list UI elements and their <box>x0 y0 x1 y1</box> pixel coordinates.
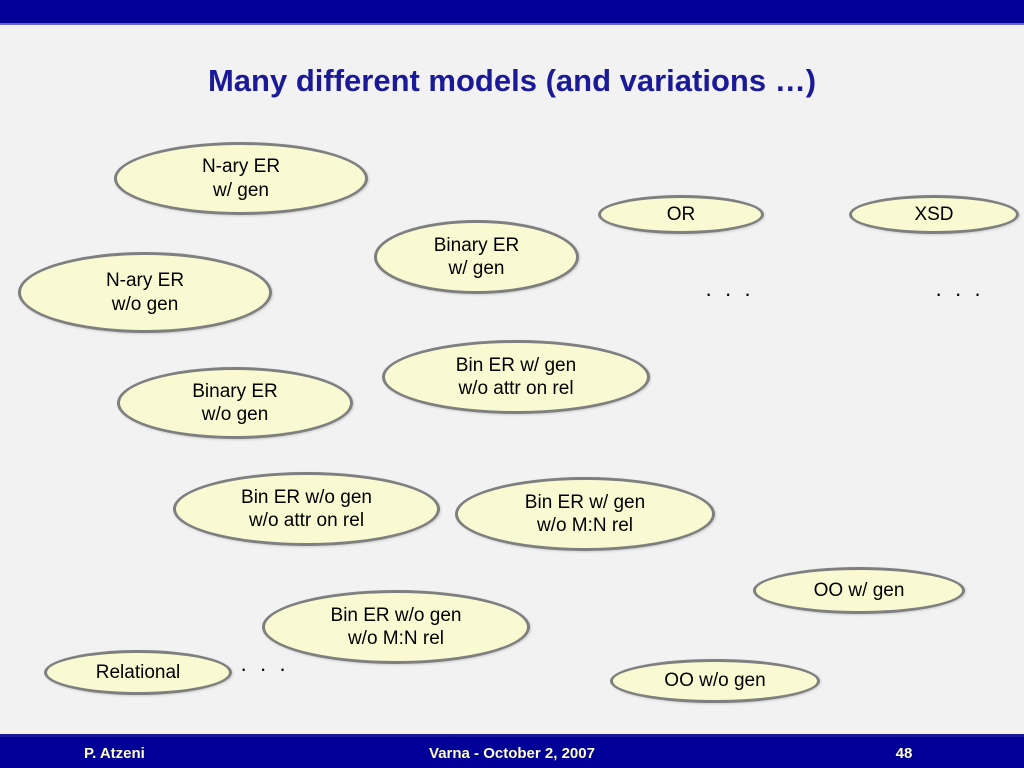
diagram-node-xsd[interactable]: XSD <box>849 195 1019 234</box>
diagram-node-label: Relational <box>95 661 181 683</box>
footer-page-number: 48 <box>895 745 913 762</box>
diagram-node-relational[interactable]: Relational <box>44 650 232 695</box>
diagram-node-label: Binary ER w/ gen <box>433 234 520 279</box>
diagram-node-n-ary-er-wo-gen[interactable]: N-ary ER w/o gen <box>18 252 272 333</box>
ellipsis-marker-dots-xsd: · · · <box>935 281 985 306</box>
diagram-node-label: Bin ER w/ gen w/o attr on rel <box>455 354 577 399</box>
footer-event: Varna - October 2, 2007 <box>429 745 595 762</box>
ellipsis-marker-dots-relational: · · · <box>240 656 290 681</box>
diagram-node-oo-wo-gen[interactable]: OO w/o gen <box>610 659 820 703</box>
diagram-node-label: N-ary ER w/o gen <box>105 270 185 315</box>
diagram-node-oo-w-gen[interactable]: OO w/ gen <box>753 567 965 614</box>
diagram-node-label: Binary ER w/o gen <box>192 380 278 425</box>
bottom-decoration-band <box>0 737 1024 768</box>
diagram-node-label: N-ary ER w/ gen <box>201 156 281 201</box>
diagram-node-label: XSD <box>914 203 954 225</box>
diagram-node-label: Bin ER w/o gen w/o attr on rel <box>241 486 372 531</box>
bottom-band-edge <box>0 734 1024 737</box>
diagram-node-bin-er-wo-gen-wo-attr[interactable]: Bin ER w/o gen w/o attr on rel <box>173 472 440 546</box>
diagram-node-n-ary-er-w-gen[interactable]: N-ary ER w/ gen <box>114 142 368 215</box>
top-decoration-band <box>0 0 1024 23</box>
ellipsis-marker-dots-or: · · · <box>705 281 755 306</box>
top-band-edge <box>0 23 1024 25</box>
diagram-node-label: Bin ER w/ gen w/o M:N rel <box>524 491 646 536</box>
footer-author: P. Atzeni <box>84 745 145 762</box>
diagram-node-label: OO w/ gen <box>813 579 905 601</box>
diagram-node-label: OR <box>666 203 696 225</box>
diagram-node-label: Bin ER w/o gen w/o M:N rel <box>330 604 462 649</box>
diagram-node-binary-er-w-gen[interactable]: Binary ER w/ gen <box>374 220 579 294</box>
diagram-node-bin-er-w-gen-wo-mn[interactable]: Bin ER w/ gen w/o M:N rel <box>455 477 715 551</box>
diagram-node-or[interactable]: OR <box>598 195 764 234</box>
diagram-node-bin-er-wo-gen-wo-mn[interactable]: Bin ER w/o gen w/o M:N rel <box>262 590 530 664</box>
diagram-node-bin-er-w-gen-wo-attr[interactable]: Bin ER w/ gen w/o attr on rel <box>382 340 650 414</box>
diagram-node-binary-er-wo-gen[interactable]: Binary ER w/o gen <box>117 367 353 439</box>
page-title: Many different models (and variations …) <box>207 63 817 98</box>
diagram-node-label: OO w/o gen <box>664 670 766 692</box>
